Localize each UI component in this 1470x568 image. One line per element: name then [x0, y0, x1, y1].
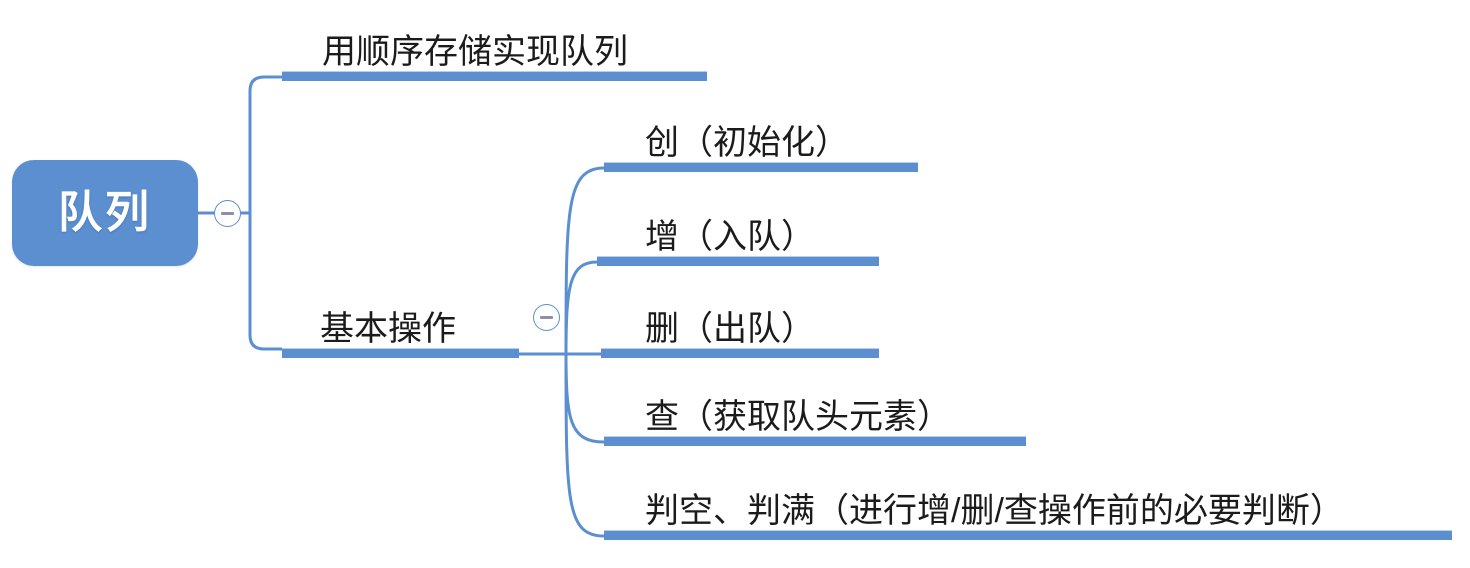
- connector-leaf-emptyfull: [564, 353, 605, 538]
- topic-bar-enqueue: [597, 256, 879, 266]
- root-node-label: 队列: [58, 188, 152, 237]
- topic-label-sequential-storage: 用顺序存储实现队列: [322, 33, 628, 72]
- root-collapse-toggle[interactable]: [214, 200, 241, 227]
- topic-label-basic-operations: 基本操作: [320, 310, 456, 349]
- basic-operations-collapse-toggle[interactable]: [533, 304, 560, 331]
- topic-bar-dequeue: [601, 348, 879, 358]
- connector-leaf-peek: [564, 353, 605, 444]
- topic-bar-sequential-storage: [282, 71, 707, 81]
- topic-enqueue[interactable]: 增（入队）: [597, 205, 879, 266]
- topic-basic-operations[interactable]: 基本操作: [282, 296, 519, 358]
- topic-bar-empty-full-check: [604, 530, 1452, 540]
- topic-label-enqueue: 增（入队）: [645, 218, 815, 257]
- topic-label-empty-full-check: 判空、判满（进行增/删/查操作前的必要判断）: [645, 492, 1344, 531]
- topic-empty-full-check[interactable]: 判空、判满（进行增/删/查操作前的必要判断）: [604, 479, 1452, 540]
- topic-bar-basic-operations: [282, 348, 519, 358]
- topic-dequeue[interactable]: 删（出队）: [601, 297, 879, 358]
- topic-create[interactable]: 创（初始化）: [604, 111, 918, 172]
- minus-icon: [221, 212, 234, 215]
- minus-icon: [540, 316, 553, 319]
- topic-label-create: 创（初始化）: [645, 124, 849, 163]
- topic-sequential-storage[interactable]: 用顺序存储实现队列: [282, 20, 707, 81]
- connector-leaf-enqueue: [564, 260, 598, 355]
- topic-label-peek-front: 查（获取队头元素）: [645, 398, 951, 437]
- topic-peek-front[interactable]: 查（获取队头元素）: [604, 385, 1026, 446]
- topic-label-dequeue: 删（出队）: [645, 310, 815, 349]
- topic-bar-create: [604, 162, 918, 172]
- connector-level1-bracket: [248, 75, 282, 351]
- topic-bar-peek-front: [604, 436, 1026, 446]
- root-node[interactable]: 队列: [12, 160, 198, 266]
